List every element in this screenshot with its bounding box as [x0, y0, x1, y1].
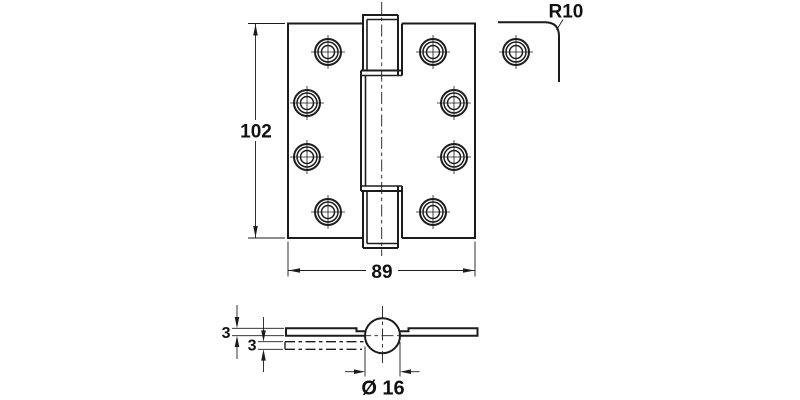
- dimension-height-102: 102: [238, 23, 285, 239]
- screw-hole: [499, 35, 533, 69]
- radius-leader-line: [556, 19, 564, 31]
- screw-hole: [290, 86, 324, 120]
- profile-view: 3 3 Ø 16: [222, 305, 479, 400]
- dimension-thickness-upper-3: 3: [222, 305, 284, 359]
- screw-hole: [416, 195, 450, 229]
- screw-hole: [311, 35, 345, 69]
- corner-radius-outline: [498, 21, 560, 82]
- screw-hole: [290, 140, 324, 174]
- screw-hole: [311, 195, 345, 229]
- lower-thickness-label: 3: [248, 338, 257, 355]
- left-leaf-profile: [285, 327, 366, 337]
- knuckle-column: [360, 14, 403, 249]
- dimension-width-89: 89: [287, 241, 476, 283]
- corner-detail: R10: [498, 2, 584, 82]
- corner-radius-label: R10: [549, 2, 584, 23]
- knuckle-diameter-label: Ø 16: [361, 378, 404, 400]
- upper-thickness-label: 3: [222, 325, 231, 342]
- screw-hole: [416, 35, 450, 69]
- dimension-diameter-16: Ø 16: [345, 342, 420, 400]
- right-leaf-profile: [399, 327, 479, 337]
- screw-hole: [437, 86, 471, 120]
- width-dim-label: 89: [371, 262, 392, 283]
- dimension-thickness-lower-3: 3: [248, 317, 283, 372]
- height-dim-label: 102: [240, 122, 272, 143]
- phantom-leaf: [284, 341, 365, 350]
- front-view: 102 89: [238, 2, 476, 283]
- screw-hole: [437, 140, 471, 174]
- hinge-plate-outline: [287, 22, 476, 239]
